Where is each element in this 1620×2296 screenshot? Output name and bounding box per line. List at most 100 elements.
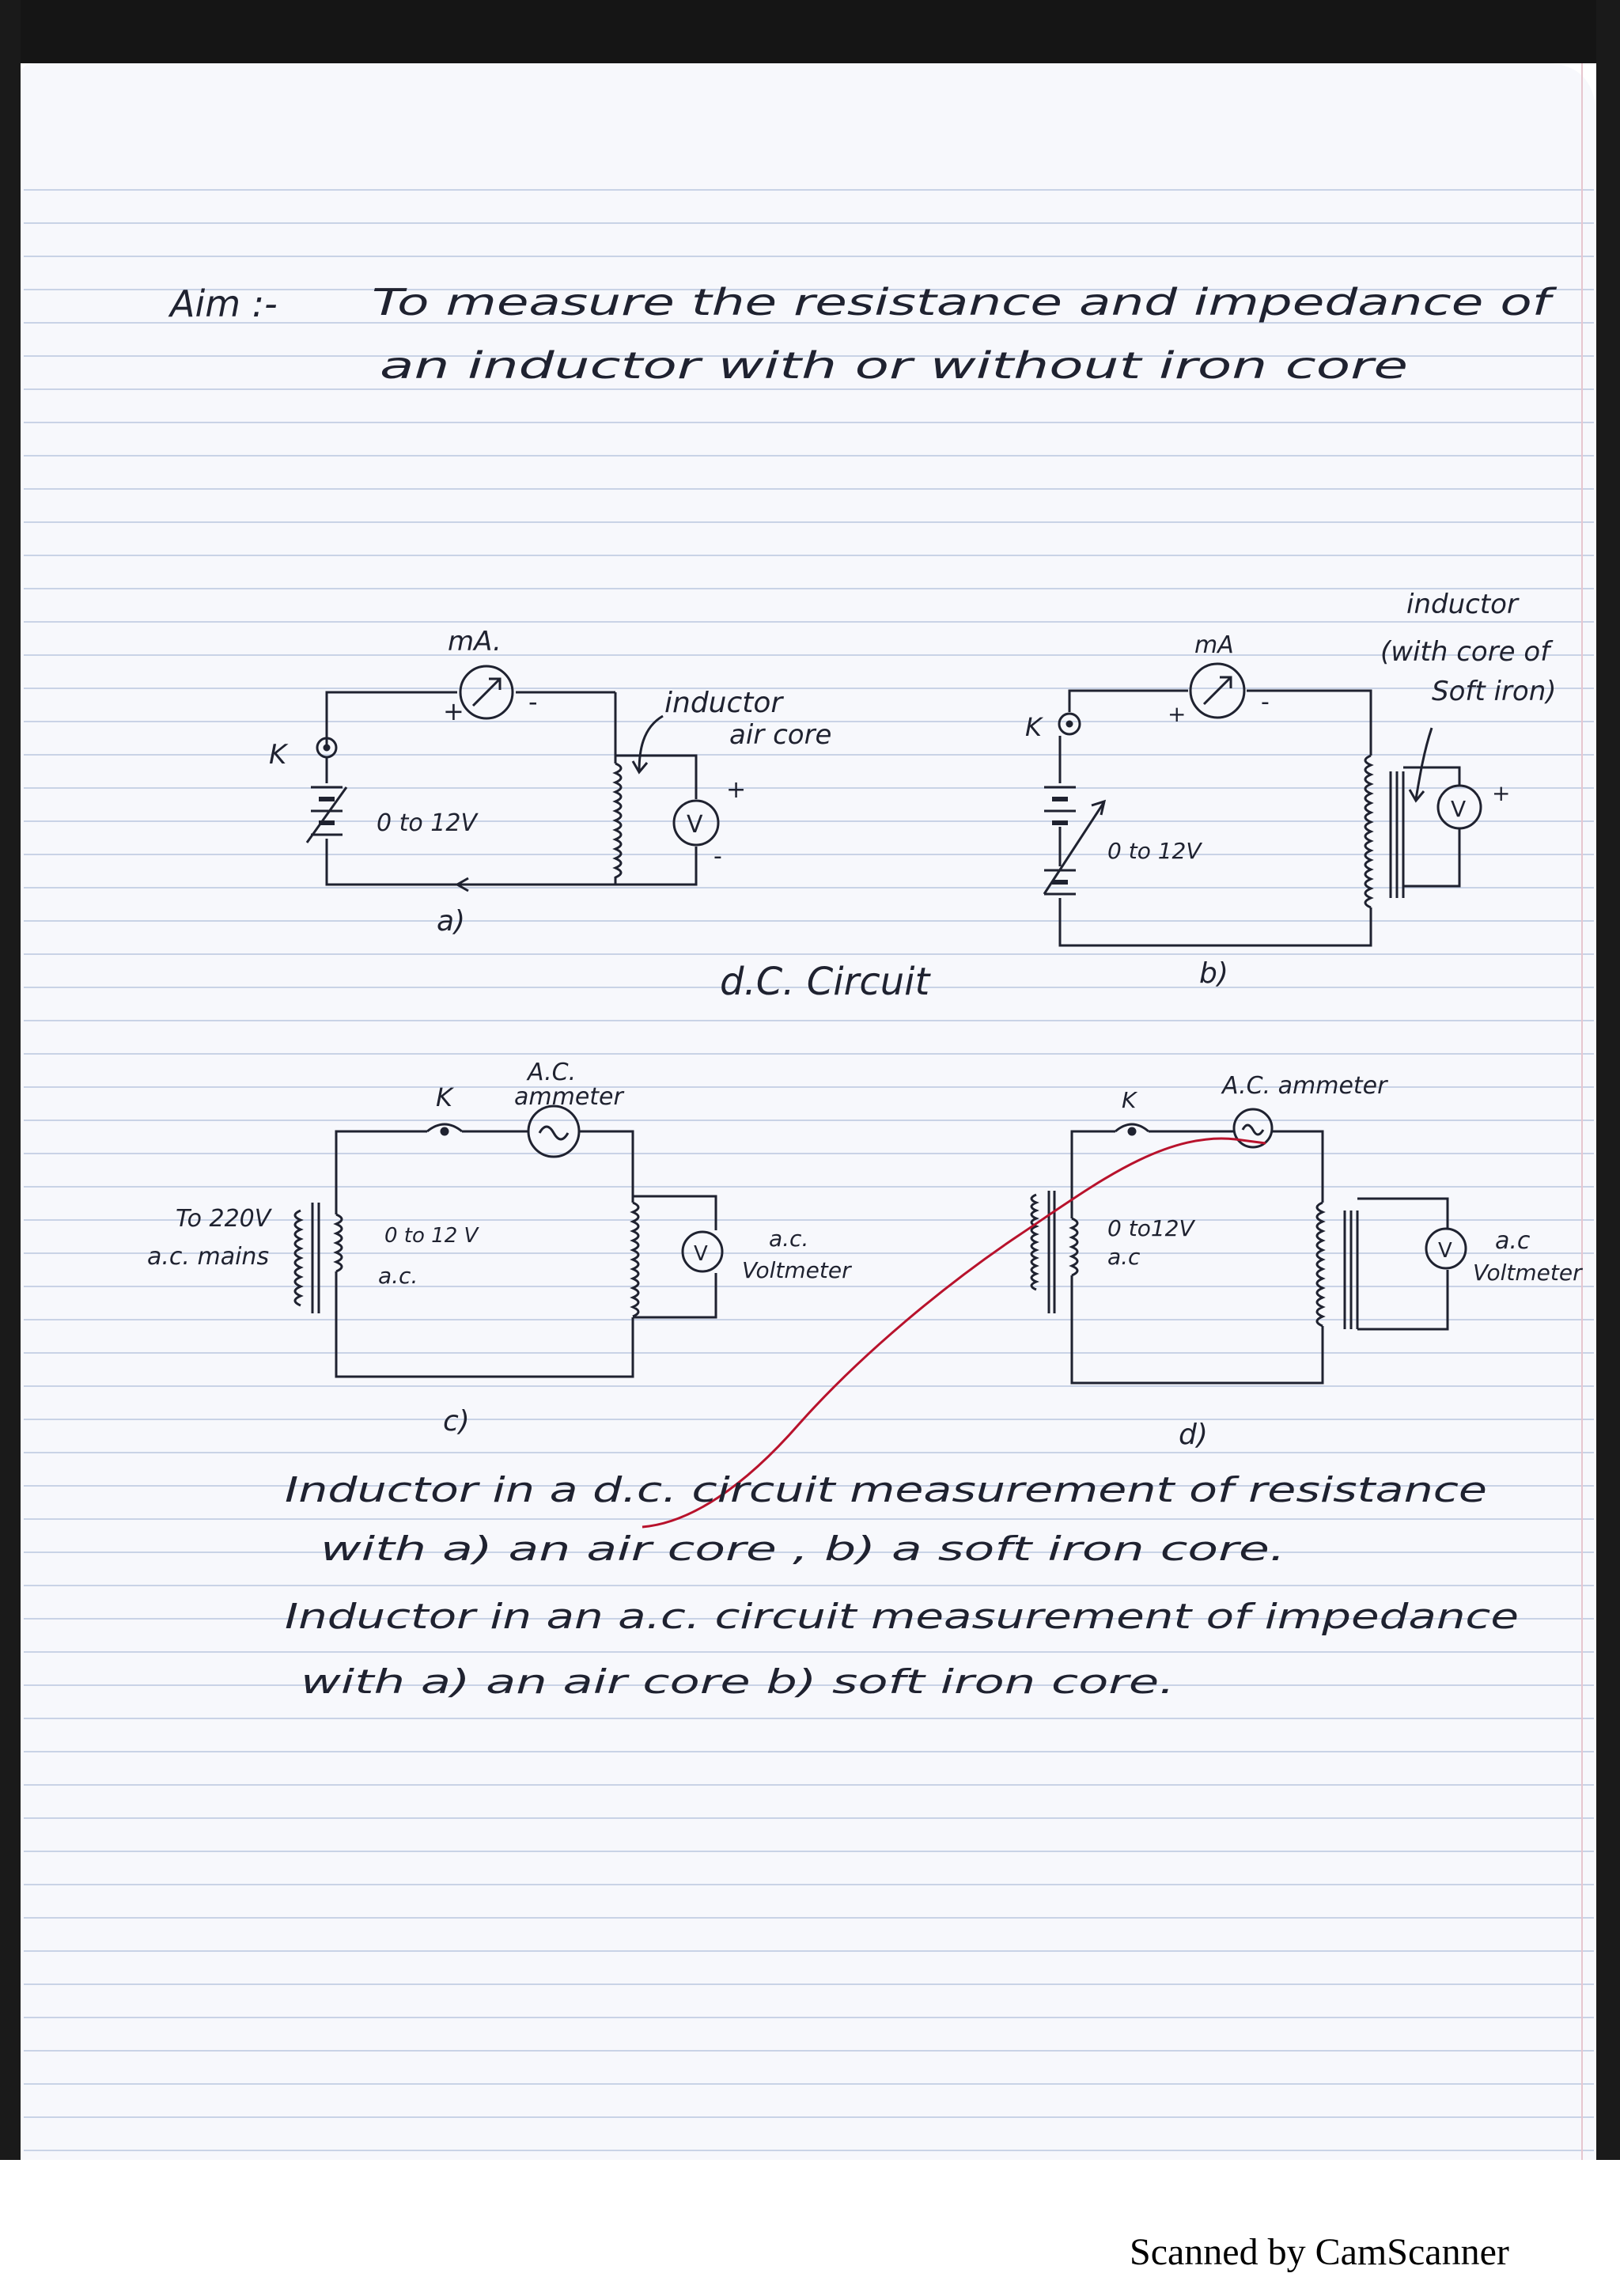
circuit-b-source-label: 0 to 12V xyxy=(1107,838,1202,864)
circuit-a xyxy=(305,665,720,892)
circuit-d-iron-core xyxy=(1343,1211,1359,1329)
circuit-a-voltmeter xyxy=(672,799,720,847)
sine-wave-icon xyxy=(538,1125,570,1141)
circuit-d-vm-label-2: Voltmeter xyxy=(1473,1260,1583,1286)
circuit-a-inductor-core-label: air core xyxy=(729,719,831,751)
aim-label: Aim :- xyxy=(168,282,278,325)
arrow-icon xyxy=(1408,789,1425,803)
circuit-a-inductor-label: inductor xyxy=(664,687,784,719)
circuit-c-wire-top-right xyxy=(580,1130,634,1203)
circuit-b-rheostat xyxy=(1043,802,1105,895)
circuit-b-ammeter-needle xyxy=(1202,676,1232,706)
circuit-d-ammeter-label: A.C. ammeter xyxy=(1221,1072,1388,1100)
circuit-b xyxy=(1043,662,1482,947)
circuit-c-mains-label-2: a.c. mains xyxy=(147,1243,269,1271)
circuit-c-wire-bottom xyxy=(335,1274,634,1378)
circuit-d-wire-bottom xyxy=(1070,1282,1324,1385)
note-line-1: Inductor in a d.c. circuit measurement o… xyxy=(285,1470,1487,1510)
circuit-c-inductor-coil xyxy=(630,1201,640,1318)
circuit-b-inductor-coil xyxy=(1364,754,1374,914)
circuit-a-voltmeter-wire-2 xyxy=(615,847,698,886)
circuit-b-key xyxy=(1058,712,1081,736)
circuit-d-transformer-secondary xyxy=(1069,1217,1079,1282)
circuit-d-transformer-primary xyxy=(1030,1193,1039,1291)
circuit-d-ac-voltmeter xyxy=(1425,1227,1467,1270)
circuit-d-wire-top-right xyxy=(1272,1130,1324,1203)
footer-strip xyxy=(0,2160,1620,2293)
circuit-a-ammeter-needle xyxy=(471,677,502,707)
aim-section: Aim :- To measure the resistance and imp… xyxy=(168,281,1557,387)
circuit-c-wire-top-left xyxy=(335,1130,427,1214)
circuit-b-inductor-iron-label: Soft iron) xyxy=(1432,676,1557,707)
circuit-b-caption: b) xyxy=(1199,957,1228,990)
circuit-a-inductor-coil xyxy=(612,756,623,879)
circuit-b-wire-top xyxy=(1068,689,1188,712)
dc-circuit-heading: d.C. Circuit xyxy=(720,960,931,1004)
circuit-d-key-label: K xyxy=(1122,1087,1138,1113)
circuit-a-label-pointer xyxy=(638,714,664,772)
circuit-b-inductor-label: inductor xyxy=(1406,589,1520,620)
arrow-icon xyxy=(1220,676,1232,688)
circuit-a-v-plus: + xyxy=(726,776,746,804)
aim-line-2: an inductor with or without iron core xyxy=(380,344,1408,387)
circuit-c-key xyxy=(426,1123,463,1136)
circuit-b-meter-label: mA xyxy=(1194,631,1234,659)
circuit-a-plus: + xyxy=(443,696,464,726)
paper-sheet xyxy=(21,63,1596,2160)
red-pen-stroke xyxy=(642,1137,1266,1529)
circuit-b-key-dot xyxy=(1065,720,1073,728)
arrow-icon xyxy=(1091,799,1107,816)
circuit-a-key-dot xyxy=(323,744,331,752)
circuit-b-milliammeter xyxy=(1189,662,1246,719)
circuit-a-labels: mA. + - K 0 to 12V inductor air core V +… xyxy=(269,626,831,938)
scan-border-right xyxy=(1596,0,1620,2160)
circuit-b-minus: - xyxy=(1261,688,1270,716)
notes-section: Inductor in a d.c. circuit measurement o… xyxy=(285,1470,1519,1701)
circuit-b-inductor-core-label: (with core of xyxy=(1380,636,1554,668)
circuit-d-voltmeter-letter: V xyxy=(1438,1239,1452,1263)
circuit-a-wire-top xyxy=(325,691,457,748)
circuit-d-ac-ammeter xyxy=(1232,1108,1274,1149)
circuit-c-key-label: K xyxy=(436,1082,455,1112)
circuit-a-minus: - xyxy=(528,687,538,717)
circuit-d-wire-top-left xyxy=(1070,1130,1115,1218)
circuit-c-source-label-1: 0 to 12 V xyxy=(384,1224,480,1248)
scanner-watermark: Scanned by CamScanner xyxy=(1130,2231,1509,2273)
circuit-b-label-pointer xyxy=(1414,727,1433,800)
circuit-d-labels: A.C. ammeter K 0 to12V a.c V a.c Voltmet… xyxy=(1107,1072,1583,1451)
circuit-b-plus: + xyxy=(1168,701,1186,727)
sine-wave-icon xyxy=(1241,1123,1265,1136)
circuit-b-voltmeter-letter: V xyxy=(1451,796,1466,822)
circuit-d-key xyxy=(1115,1123,1149,1136)
circuit-d-source-label-2: a.c xyxy=(1107,1244,1141,1270)
aim-line-1: To measure the resistance and impedance … xyxy=(372,281,1557,324)
circuit-d-inductor-coil xyxy=(1315,1201,1326,1329)
ruled-lines xyxy=(24,189,1594,2151)
circuit-c-mains-label-1: To 220V xyxy=(176,1205,273,1233)
circuit-d-voltmeter-wire-2 xyxy=(1357,1270,1449,1331)
note-line-2: with a) an air core , b) a soft iron cor… xyxy=(320,1529,1285,1568)
circuit-a-caption: a) xyxy=(437,905,465,938)
arrow-icon xyxy=(489,677,502,690)
circuit-b-wire-top-right xyxy=(1247,689,1372,756)
circuit-a-wire-bottom xyxy=(325,851,617,886)
circuit-c-ammeter-label-2: ammeter xyxy=(514,1083,625,1111)
circuit-c-ac-ammeter xyxy=(527,1104,581,1158)
circuit-b-key-label: K xyxy=(1025,712,1044,742)
circuit-d-source-label-1: 0 to12V xyxy=(1107,1215,1195,1241)
circuit-b-wire-bottom xyxy=(1058,914,1372,947)
circuit-b-iron-core xyxy=(1389,771,1405,898)
circuit-d-vm-label-1: a.c xyxy=(1495,1227,1531,1255)
circuit-d-voltmeter-wire xyxy=(1357,1197,1449,1229)
circuit-c xyxy=(293,1104,724,1378)
circuit-c-ac-voltmeter xyxy=(681,1230,724,1273)
circuit-c-voltmeter-letter: V xyxy=(694,1242,708,1266)
circuit-a-voltmeter-letter: V xyxy=(687,811,703,839)
circuit-d-caption: d) xyxy=(1179,1419,1208,1451)
circuit-a-voltmeter-wire xyxy=(615,754,698,799)
circuit-a-v-minus: - xyxy=(713,843,722,870)
circuit-c-voltmeter-wire-2 xyxy=(633,1273,717,1319)
circuit-c-transformer-secondary xyxy=(333,1213,343,1274)
circuit-a-key-label: K xyxy=(269,739,289,771)
